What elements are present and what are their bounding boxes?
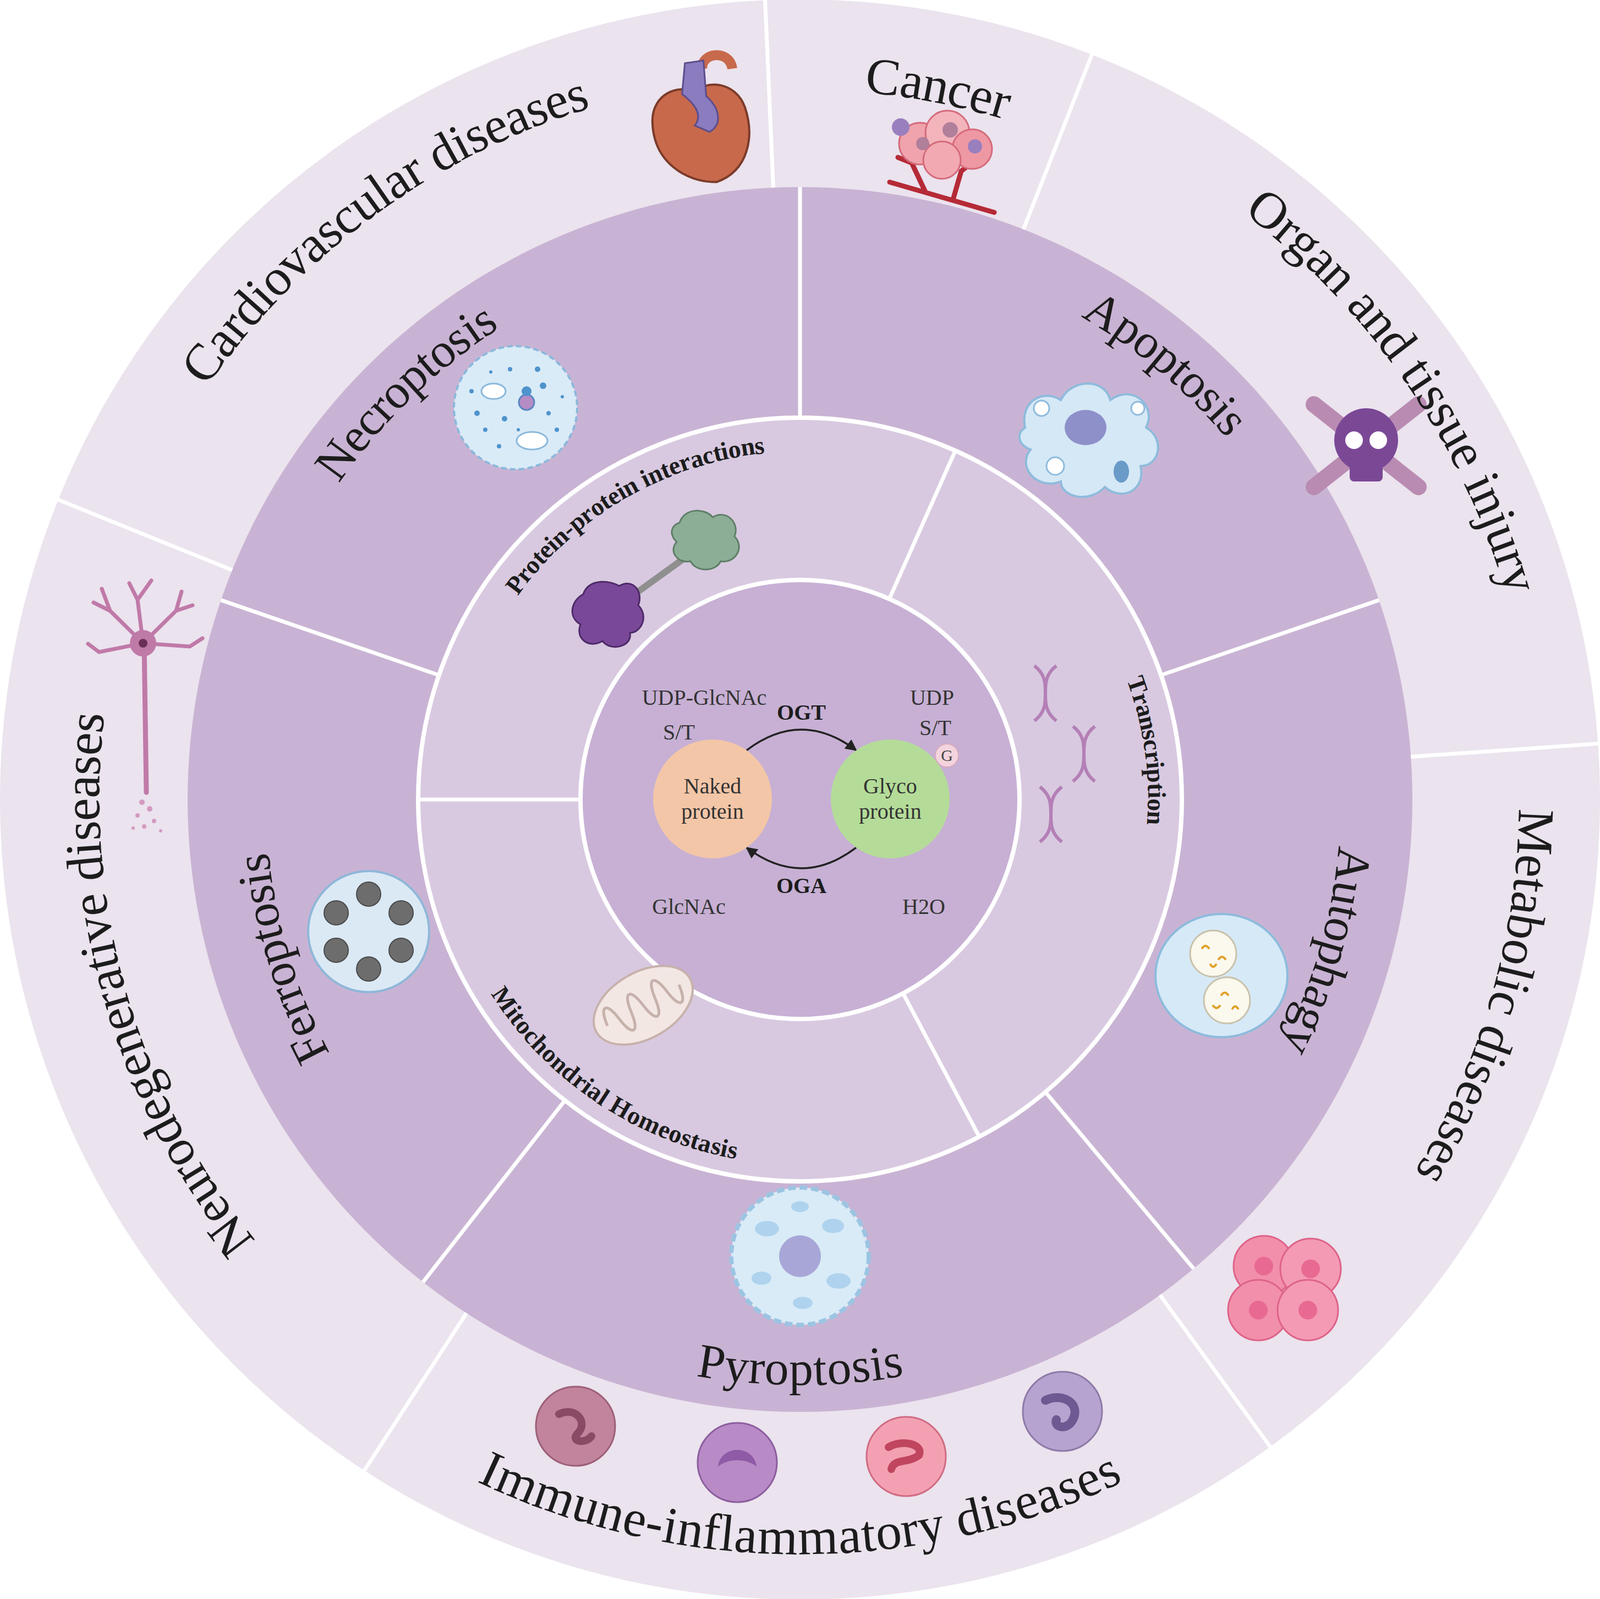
sector-label: Apoptosis (1067, 275, 1270, 458)
chemical-label: UDP-GlcNAc (642, 684, 767, 711)
disease-sector: Organ and tissue injury (1229, 171, 1559, 618)
sector-label: Organ and tissue injury (1229, 171, 1559, 618)
glycan-letter: G (940, 746, 953, 766)
glyph: M (1503, 807, 1567, 857)
disease-sector: Immune-inflammatory diseases (452, 1430, 1146, 1576)
chemical-label: S/T (919, 714, 952, 741)
sector-label: Pyroptosis (675, 1324, 929, 1406)
mechanism-sector: Protein-protein interactions (496, 426, 778, 605)
glycan-marker: G (934, 743, 960, 768)
glyph: m (797, 1504, 840, 1569)
glyph: i (1141, 790, 1172, 799)
glyph: s (51, 753, 114, 777)
cell-death-sector: Necroptosis (299, 283, 520, 497)
enzyme-arrow (746, 847, 857, 869)
glyph: s (51, 819, 114, 843)
sector-label: Neurodegenerative diseases (43, 683, 270, 1275)
enzyme-label: OGT (776, 699, 826, 726)
glyph: o (763, 1339, 791, 1399)
glyph: o (1141, 797, 1172, 812)
disease-sector: Cancer (844, 37, 1041, 140)
protein-circle: Naked protein (653, 739, 772, 859)
chemical-label: H2O (902, 893, 946, 920)
protein-label: Naked protein (671, 773, 754, 825)
glyph: a (50, 774, 114, 799)
chemical-label: GlcNAc (651, 893, 726, 920)
sector-label: Transcription (1118, 665, 1176, 837)
glyph: e (50, 797, 113, 822)
cell-death-sector: Ferroptosis (217, 826, 347, 1086)
glyph: p (788, 1339, 814, 1399)
cell-death-sector: Pyroptosis (675, 1324, 929, 1406)
sector-label: Necroptosis (299, 283, 520, 497)
sector-label: Mitochondrial Homeostasis (485, 979, 752, 1169)
cell-death-sector: Autophagy (1264, 828, 1390, 1079)
glyph: a (732, 1503, 760, 1567)
mechanism-sector: Transcription (1118, 665, 1176, 837)
enzyme-arrow (746, 729, 857, 751)
sector-label: Immune-inflammatory diseases (452, 1430, 1146, 1576)
sector-label: Ferroptosis (217, 826, 347, 1086)
protein-circle: Glyco protein G (830, 739, 950, 859)
chemical-label: UDP (910, 684, 955, 711)
glyph: t (1141, 782, 1172, 792)
glyph: p (1140, 767, 1172, 784)
chemical-label: S/T (662, 719, 695, 745)
sector-label: Protein-protein interactions (496, 426, 778, 605)
sector-label: Cardiovascular diseases (163, 55, 616, 402)
disease-sector: Neurodegenerative diseases (43, 683, 270, 1275)
sector-label: Autophagy (1264, 828, 1390, 1079)
glyph: m (756, 1504, 799, 1569)
enzyme-label: OGA (776, 872, 827, 899)
disease-sector: Metabolic diseases (1395, 793, 1575, 1212)
sector-label: Metabolic diseases (1395, 793, 1575, 1212)
glyph: n (1140, 809, 1172, 826)
disease-sector: Cardiovascular diseases (163, 55, 616, 402)
sector-label: Cancer (844, 37, 1041, 140)
protein-label: Glyco protein (848, 773, 932, 825)
glyph: d (53, 852, 118, 885)
cell-death-sector: Apoptosis (1067, 275, 1270, 458)
mechanism-sector: Mitochondrial Homeostasis (485, 979, 752, 1169)
